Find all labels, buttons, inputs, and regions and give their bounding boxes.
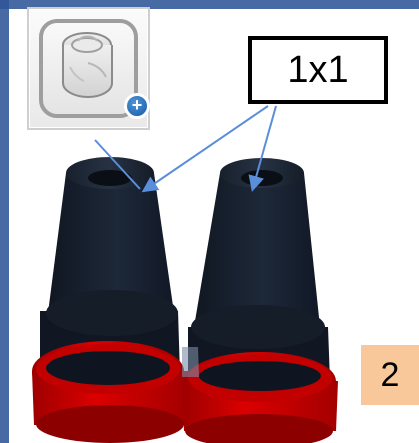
cone-bricks — [32, 157, 338, 443]
frame-border-left — [0, 0, 9, 443]
frame-border-top — [0, 0, 419, 9]
add-brick-tool-button[interactable]: + — [27, 7, 150, 130]
part-size-label: 1x1 — [248, 36, 388, 104]
gap-highlight — [182, 347, 199, 377]
left-cone-brick — [32, 157, 188, 443]
right-cone-brick — [182, 158, 338, 443]
plus-badge-icon: + — [124, 93, 150, 119]
page-number-badge: 2 — [361, 345, 419, 405]
brick-icon — [62, 32, 113, 99]
